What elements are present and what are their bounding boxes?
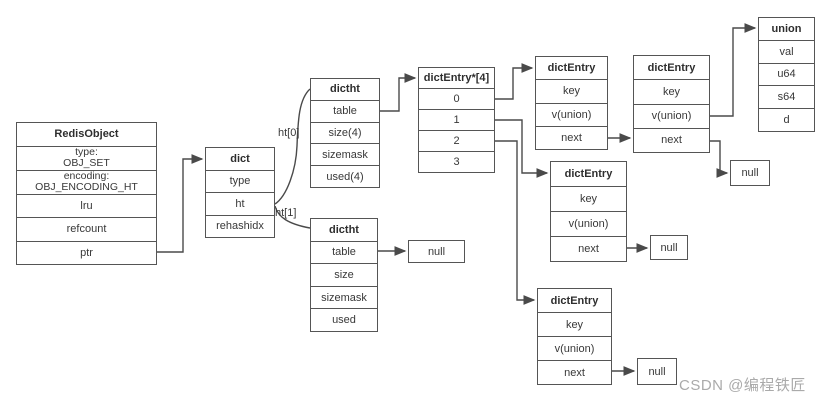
field-entry2-next: next <box>634 127 709 152</box>
edge-ht0-to-dictht0 <box>274 88 311 205</box>
redis-object-title: RedisObject <box>54 128 119 141</box>
csdn-watermark: CSDN @编程铁匠 <box>679 377 806 394</box>
dict-entry3-title: dictEntry <box>564 168 613 180</box>
field-entry3-v: v(union) <box>551 211 626 236</box>
field-dictht1-sizemask: sizemask <box>311 285 377 309</box>
field-dictht0-size: size(4) <box>311 121 379 144</box>
slot-2: 2 <box>419 130 494 151</box>
dict-entry3-box: dictEntry key v(union) next <box>550 161 627 262</box>
field-entry3-key: key <box>551 186 626 211</box>
edge-label-ht1: ht[1] <box>275 207 297 219</box>
dict-title: dict <box>230 152 250 165</box>
field-dictht0-table: table <box>311 99 379 122</box>
dict-entry-array-title: dictEntry*[4] <box>423 72 490 84</box>
field-type-value: OBJ_SET <box>63 157 110 169</box>
field-union-s64: s64 <box>759 85 814 108</box>
slot-1: 1 <box>419 109 494 130</box>
field-entry1-v: v(union) <box>536 102 607 126</box>
field-dict-rehashidx: rehashidx <box>206 214 274 238</box>
field-dictht1-used: used <box>311 308 377 331</box>
field-entry2-key: key <box>634 79 709 103</box>
union-box: union val u64 s64 d <box>758 17 815 132</box>
union-title: union <box>771 22 802 35</box>
field-entry1-next: next <box>536 125 607 149</box>
edge-entry2-v-to-union <box>710 23 757 117</box>
edge-ptr-to-dict <box>157 154 204 253</box>
redis-object-box: RedisObject type: OBJ_SET encoding: OBJ_… <box>16 122 157 265</box>
edge-entry2-next-to-null <box>710 140 729 178</box>
field-entry4-next: next <box>538 360 611 384</box>
edge-label-ht0: ht[0] <box>278 127 300 139</box>
field-encoding-value: OBJ_ENCODING_HT <box>35 181 138 193</box>
null-box-dictht1-table: null <box>408 240 465 263</box>
dict-entry4-title: dictEntry <box>550 294 599 307</box>
edge-table0-to-entry-array <box>380 73 417 112</box>
field-refcount: refcount <box>17 217 156 241</box>
field-entry4-key: key <box>538 312 611 336</box>
dict-box: dict type ht rehashidx <box>205 147 275 238</box>
field-encoding-label: encoding: <box>63 169 110 182</box>
field-type: type: OBJ_SET <box>17 145 156 170</box>
dict-entry2-box: dictEntry key v(union) next <box>633 55 710 153</box>
field-dict-type: type <box>206 169 274 193</box>
dict-entry-array-box: dictEntry*[4] 0 1 2 3 <box>418 67 495 173</box>
field-type-label: type: <box>75 145 98 158</box>
null-box-entry4-next: null <box>637 358 677 385</box>
field-dictht0-sizemask: sizemask <box>311 143 379 165</box>
field-union-u64: u64 <box>759 62 814 86</box>
field-entry4-v: v(union) <box>538 336 611 360</box>
field-dictht0-used: used(4) <box>311 165 379 187</box>
dict-entry4-box: dictEntry key v(union) next <box>537 288 612 385</box>
dictht0-title: dictht <box>330 83 360 96</box>
field-encoding: encoding: OBJ_ENCODING_HT <box>17 169 156 194</box>
dictht1-title: dictht <box>329 223 359 236</box>
field-dictht1-size: size <box>311 263 377 286</box>
slot-0: 0 <box>419 88 494 109</box>
dict-entry1-box: dictEntry key v(union) next <box>535 56 608 150</box>
field-lru: lru <box>17 193 156 218</box>
dictht1-box: dictht table size sizemask used <box>310 218 378 332</box>
field-union-d: d <box>759 108 814 131</box>
null-box-entry2-next: null <box>730 160 770 186</box>
dict-entry2-title: dictEntry <box>647 61 696 74</box>
field-entry3-next: next <box>551 236 626 261</box>
edge-slot0-to-entry1 <box>495 63 534 100</box>
field-entry2-v: v(union) <box>634 103 709 128</box>
edge-slot2-to-entry4 <box>495 140 536 305</box>
null-box-entry3-next: null <box>650 235 688 260</box>
dictht0-box: dictht table size(4) sizemask used(4) <box>310 78 380 188</box>
field-ptr: ptr <box>17 240 156 265</box>
field-entry1-key: key <box>536 79 607 102</box>
field-dictht1-table: table <box>311 240 377 264</box>
dict-entry1-title: dictEntry <box>547 62 596 75</box>
slot-3: 3 <box>419 151 494 172</box>
field-dict-ht: ht <box>206 192 274 215</box>
field-union-val: val <box>759 39 814 63</box>
